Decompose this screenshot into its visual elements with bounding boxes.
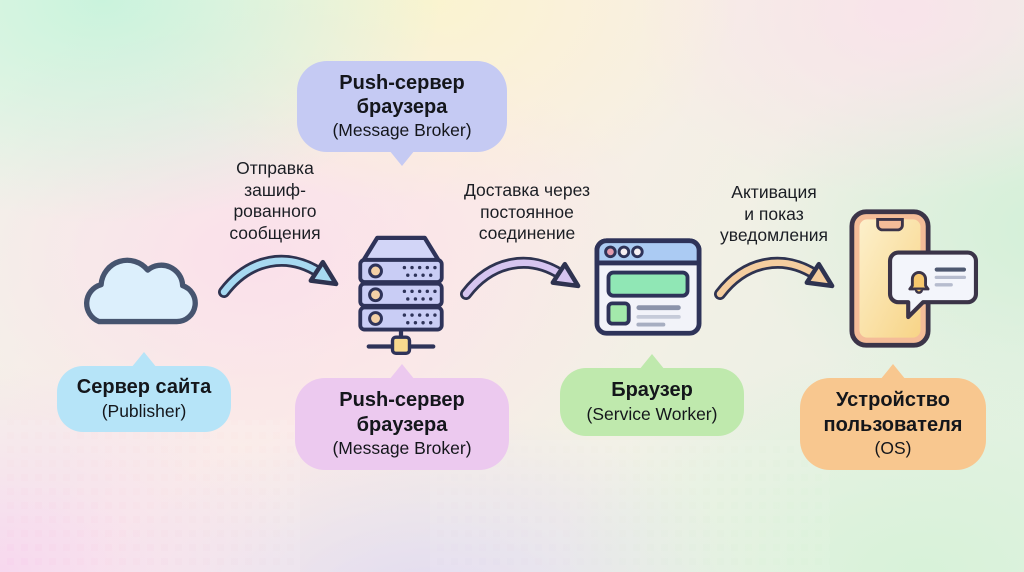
- node-title: Сервер сайта: [76, 376, 212, 399]
- server-indicator-dots: [402, 265, 437, 325]
- node-title: Устройство пользователя: [823, 389, 963, 436]
- arrow-head: [804, 261, 835, 289]
- bubble-tail-up: [880, 364, 906, 380]
- arrow-body: [462, 259, 566, 298]
- node-subtitle: (Service Worker): [586, 403, 718, 424]
- node-bubble-user-device: Устройство пользователя (OS): [800, 364, 986, 470]
- arrow-body: [220, 257, 324, 296]
- arrow-publisher-to-broker: [214, 242, 344, 306]
- browser-window-icon: [590, 234, 706, 340]
- bubble-tail-up: [131, 352, 157, 368]
- callout-message-broker-top: Push-сервер браузера (Message Broker): [297, 61, 507, 166]
- node-bubble-publisher: Сервер сайта (Publisher): [57, 352, 231, 432]
- cloud-icon: [70, 240, 206, 341]
- server-stack-icon: [350, 226, 452, 355]
- bubble-tail-up: [389, 364, 415, 380]
- arrow-head: [550, 261, 581, 289]
- arrow-browser-to-device: [710, 244, 840, 308]
- node-bubble-service-worker: Браузер (Service Worker): [560, 354, 744, 436]
- bell-icon: [908, 271, 930, 294]
- arrow-label-send-encrypted: Отправка зашиф- рованного сообщения: [229, 158, 321, 244]
- node-title: Push-сервер браузера: [339, 389, 465, 436]
- bubble-tail-down: [389, 150, 415, 166]
- node-subtitle: (OS): [874, 437, 912, 458]
- arrow-head: [308, 259, 339, 287]
- node-subtitle: (Message Broker): [332, 437, 472, 458]
- arrow-label-delivery: Доставка через постоянное соединение: [464, 180, 590, 244]
- arrow-label-activation: Активация и показ уведомления: [719, 182, 829, 246]
- node-bubble-message-broker: Push-сервер браузера (Message Broker): [295, 364, 509, 470]
- callout-subtitle: (Message Broker): [332, 120, 472, 141]
- node-subtitle: (Publisher): [101, 400, 187, 421]
- notification-bubble-icon: [880, 246, 986, 322]
- bubble-tail-up: [639, 354, 665, 370]
- node-title: Браузер: [611, 379, 693, 402]
- arrow-body: [716, 259, 820, 298]
- callout-title: Push-сервер браузера: [339, 71, 465, 119]
- pixel-texture: [0, 420, 300, 572]
- arrow-broker-to-browser: [456, 244, 586, 308]
